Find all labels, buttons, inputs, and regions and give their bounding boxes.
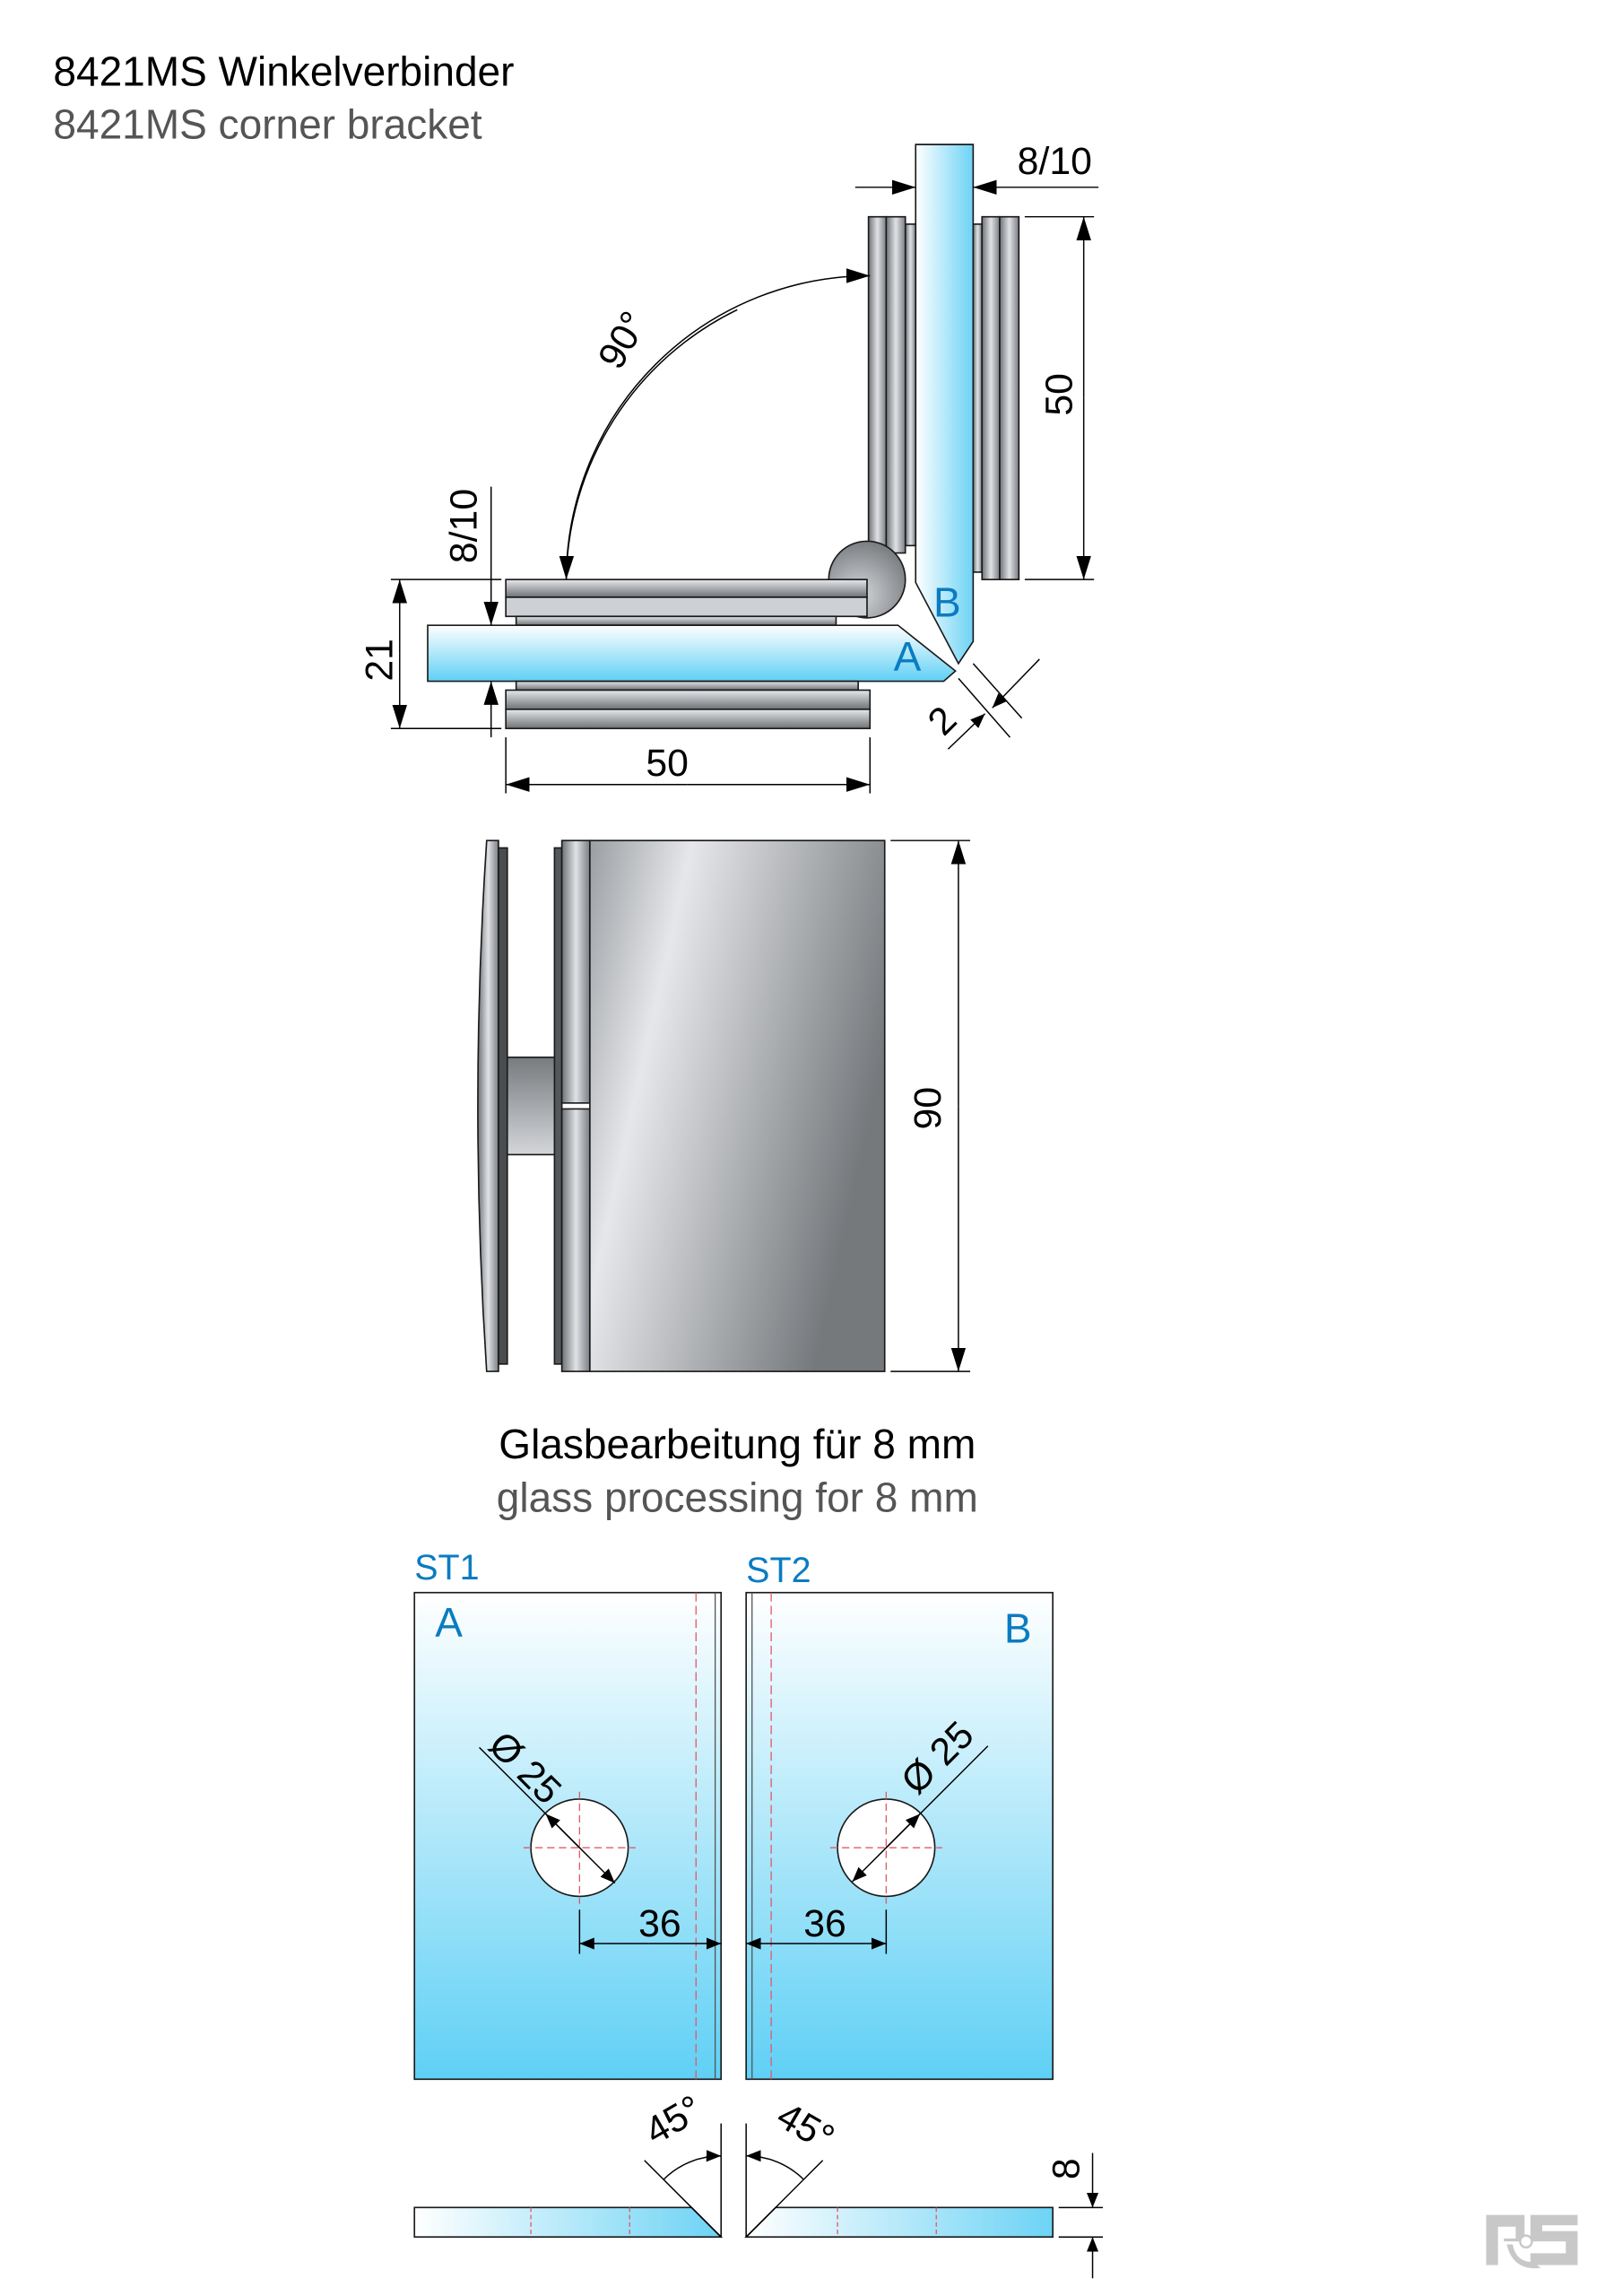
glass-label: A bbox=[435, 1599, 463, 1646]
dim-glass-top: 8/10 bbox=[1018, 140, 1092, 183]
rs-logo bbox=[1486, 2214, 1578, 2269]
glass-a bbox=[427, 624, 957, 683]
clamp-body bbox=[589, 839, 886, 1372]
panel-id: ST1 bbox=[414, 1548, 479, 1587]
title-en: 8421MS corner bracket bbox=[53, 101, 482, 148]
dim-side-height: 90 bbox=[906, 1087, 950, 1130]
hole-offset: 36 bbox=[803, 1902, 846, 1945]
panel-st1: ST1 A Ø 25 36 bbox=[413, 1548, 723, 2081]
top-view: A B 8/10 50 90° 8/10 21 50 2 bbox=[359, 140, 1099, 794]
dim-width-bottom: 50 bbox=[646, 742, 689, 785]
title-de: 8421MS Winkelverbinder bbox=[53, 48, 514, 94]
processing-title-en: glass processing for 8 mm bbox=[497, 1474, 978, 1520]
dim-total-left: 21 bbox=[359, 639, 402, 682]
edge-section-st1: 45° bbox=[413, 2087, 724, 2239]
dim-glass-left: 8/10 bbox=[442, 489, 485, 563]
panel-id: ST2 bbox=[746, 1551, 811, 1590]
bevel-angle: 45° bbox=[638, 2087, 709, 2153]
panel-st2: ST2 B Ø 25 36 bbox=[745, 1551, 1054, 2081]
glass-label: B bbox=[1004, 1605, 1032, 1652]
label-a: A bbox=[894, 633, 922, 680]
bevel-angle: 45° bbox=[769, 2094, 841, 2161]
dim-gap: 2 bbox=[920, 698, 966, 744]
label-b: B bbox=[933, 578, 961, 625]
glass-thickness: 8 bbox=[1045, 2158, 1089, 2179]
angle-label: 90° bbox=[590, 304, 656, 376]
side-view: 90 bbox=[477, 839, 971, 1372]
edge-section-st2: 45° 8 bbox=[744, 2094, 1104, 2279]
dim-height-right: 50 bbox=[1038, 373, 1081, 416]
processing-title-de: Glasbearbeitung für 8 mm bbox=[499, 1421, 976, 1467]
hole-offset: 36 bbox=[638, 1902, 681, 1945]
